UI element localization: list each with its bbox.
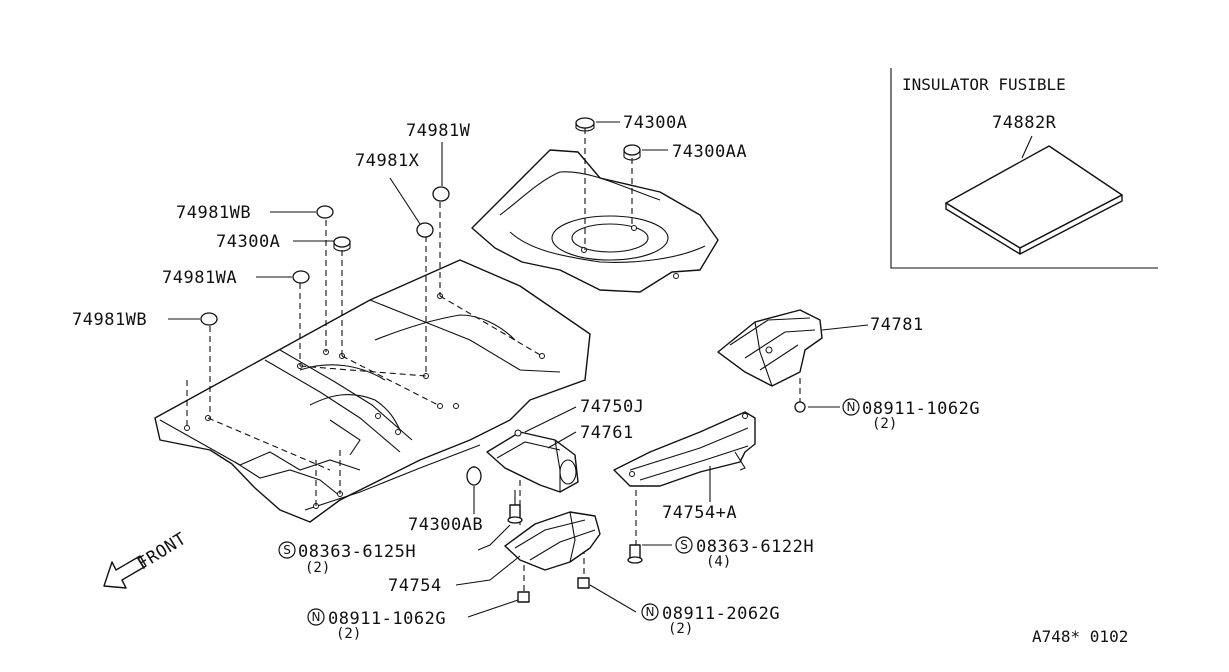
nut-right-code: 08911-1062G	[862, 399, 980, 419]
label-74981WB-1: 74981WB	[176, 203, 251, 223]
inset-frame	[890, 68, 1158, 269]
label-74300AA: 74300AA	[672, 142, 747, 162]
main-floor-panel	[154, 259, 591, 523]
nut-bottom-left-qty: (2)	[336, 626, 361, 642]
nut-bottom-right-prefix: N	[646, 605, 655, 619]
inset-title: INSULATOR FUSIBLE	[902, 75, 1066, 94]
plug-74300AB	[466, 466, 482, 486]
nut-bottom-right-qty: (2)	[668, 621, 693, 637]
screw-left-prefix: S	[283, 543, 291, 557]
clip-74750J	[514, 429, 522, 437]
nut-74781	[794, 401, 806, 413]
screw-right-code: 08363-6122H	[696, 537, 814, 557]
leaders	[168, 121, 869, 618]
plug-74981WA	[292, 270, 310, 284]
label-74300A-left: 74300A	[216, 232, 280, 252]
label-74300A-top: 74300A	[623, 113, 687, 133]
insulator-74761	[486, 429, 579, 493]
reference-code: A748* 0102	[1032, 627, 1128, 646]
screw-right-qty: (4)	[706, 554, 731, 570]
callout-nut-bottom-left: N 08911-1062G (2)	[307, 608, 446, 642]
plug-74981WB-2	[200, 312, 218, 326]
nut-bottom-right	[577, 577, 590, 589]
fasteners	[507, 490, 643, 603]
plug-74300AA	[623, 144, 641, 161]
label-74754A: 74754+A	[662, 503, 737, 523]
callout-nut-bottom-right: N 08911-2062G (2)	[641, 603, 780, 637]
plug-74300A-top	[575, 117, 595, 132]
label-74981WA: 74981WA	[162, 268, 237, 288]
dashed-guides	[186, 128, 801, 594]
nut-right-qty: (2)	[872, 416, 897, 432]
callout-nut-right: N 08911-1062G (2)	[842, 398, 980, 432]
nut-bottom-right-code: 08911-2062G	[662, 604, 780, 624]
inset-insulator-fusible: INSULATOR FUSIBLE 74882R	[890, 68, 1158, 269]
plugs	[200, 117, 641, 486]
nut-right-prefix: N	[847, 400, 856, 414]
screw-left	[507, 490, 523, 524]
front-direction: FRONT	[103, 529, 190, 589]
label-74981W: 74981W	[406, 121, 471, 141]
label-74882R: 74882R	[992, 113, 1057, 133]
nut-bottom-left-code: 08911-1062G	[328, 609, 446, 629]
insulator-74781	[717, 309, 823, 413]
part-labels: 74300A 74300AA 74981W 74981X 74981WB 743…	[72, 113, 924, 596]
fastener-callouts: N 08911-1062G (2) S 08363-6125H (2) S 08…	[278, 398, 980, 642]
leader-74882R	[1021, 135, 1033, 159]
screw-left-qty: (2)	[305, 560, 330, 576]
screw-right-prefix: S	[680, 538, 688, 552]
screw-right	[627, 544, 643, 564]
screw-left-code: 08363-6125H	[298, 542, 416, 562]
label-74981WB-2: 74981WB	[72, 310, 147, 330]
nut-bottom-left	[517, 591, 530, 603]
label-74754: 74754	[388, 576, 442, 596]
insulator-pad	[945, 145, 1123, 255]
label-74781: 74781	[870, 315, 924, 335]
plug-74981W	[432, 186, 450, 202]
label-74761: 74761	[580, 423, 634, 443]
label-74750J: 74750J	[580, 397, 644, 417]
front-label: FRONT	[134, 529, 190, 574]
nut-bottom-left-prefix: N	[312, 610, 321, 624]
rear-floor-panel	[471, 149, 719, 293]
plug-74300A-left	[333, 236, 351, 252]
insulator-74754A	[613, 411, 756, 487]
callout-screw-left: S 08363-6125H (2)	[278, 541, 416, 576]
callout-screw-right: S 08363-6122H (4)	[675, 536, 814, 570]
label-74981X: 74981X	[355, 151, 420, 171]
insulator-74754	[504, 511, 601, 571]
plug-74981WB-1	[316, 205, 334, 219]
front-arrow-icon	[103, 555, 147, 589]
plug-74981X	[416, 222, 434, 238]
label-74300AB: 74300AB	[408, 515, 483, 535]
